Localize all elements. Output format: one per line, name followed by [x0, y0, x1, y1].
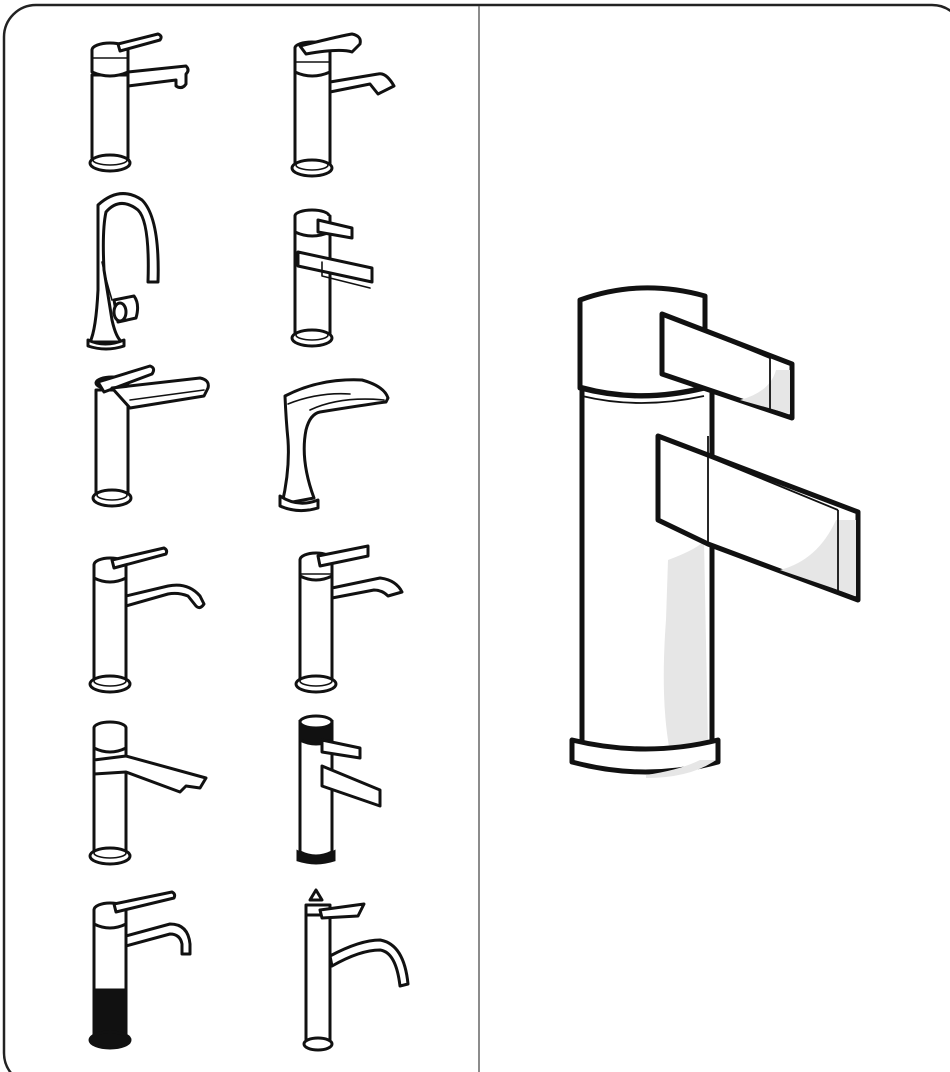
faucet-tall-lever-swan-spout-icon: [302, 888, 410, 1052]
catalog-item-6[interactable]: [278, 378, 390, 513]
catalog-item-5[interactable]: [91, 364, 210, 508]
faucet-square-channel-spout-icon: [290, 208, 374, 348]
catalog-item-7[interactable]: [88, 546, 206, 694]
faucet-block-lever-square-spout-icon: [569, 285, 861, 778]
faucet-open-top-flat-spout-icon: [88, 720, 208, 866]
faucet-curved-trough-spout-icon: [294, 544, 404, 694]
faucet-round-lever-arc-spout-icon: [88, 546, 206, 694]
outer-frame: [2, 3, 950, 1072]
catalog-item-1[interactable]: [88, 32, 190, 173]
faucet-round-lever-straight-spout-icon: [88, 32, 190, 173]
catalog-item-9[interactable]: [88, 720, 208, 866]
faucet-catalog: [86, 32, 410, 1052]
faucet-knurled-base-arc-spout-icon: [88, 890, 192, 1050]
catalog-item-11[interactable]: [88, 890, 192, 1050]
catalog-item-8[interactable]: [294, 544, 404, 694]
faucet-flat-lever-long-spout-icon: [91, 364, 210, 508]
catalog-item-12[interactable]: [302, 888, 410, 1052]
preview-panel: [569, 285, 861, 778]
faucet-curved-blade-waterfall-icon: [290, 32, 396, 178]
faucet-knurled-cap-block-lever-icon: [296, 714, 382, 865]
faucet-sculpted-single-body-icon: [278, 378, 390, 513]
catalog-item-3[interactable]: [86, 192, 160, 351]
faucet-gooseneck-side-lever-icon: [86, 192, 160, 351]
catalog-item-2[interactable]: [290, 32, 396, 178]
catalog-item-4[interactable]: [290, 208, 374, 348]
catalog-item-10[interactable]: [296, 714, 382, 865]
